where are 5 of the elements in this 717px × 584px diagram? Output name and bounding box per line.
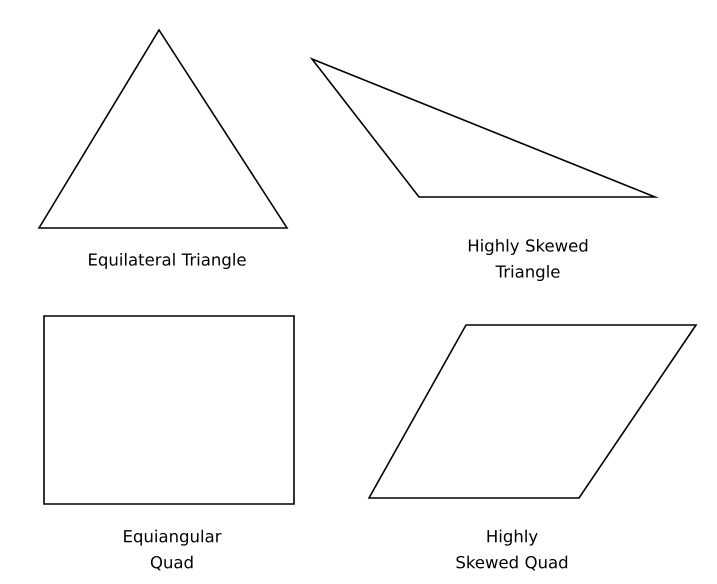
box-shape <box>43 315 295 505</box>
shape-caption: Equiangular Quad <box>124 530 222 570</box>
shape-caption: Equilateral Triangle <box>89 253 246 269</box>
shape-caption: Highly Skewed Triangle <box>468 239 588 281</box>
shape-caption: Highly Skewed Quad <box>456 530 568 570</box>
